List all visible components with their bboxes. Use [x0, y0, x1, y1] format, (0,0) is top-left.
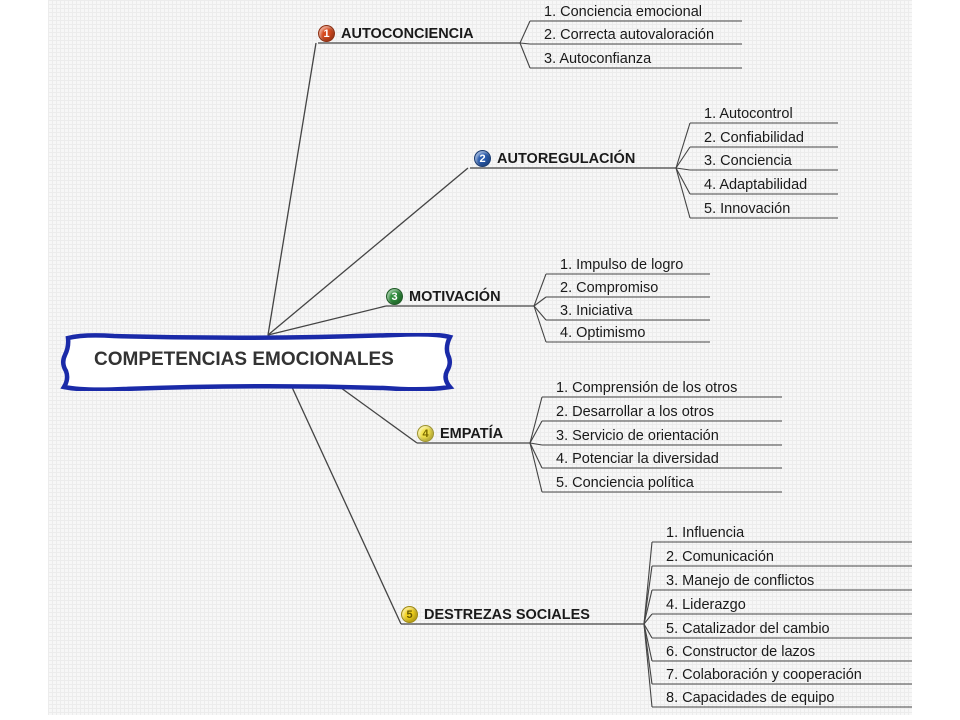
mind-map-canvas	[48, 0, 912, 715]
leaf-item[interactable]: 2. Correcta autovaloración	[544, 27, 715, 43]
leaf-connector	[643, 623, 653, 639]
leaf-item[interactable]: 1. Conciencia emocional	[544, 4, 702, 20]
leaf-item[interactable]: 3. Conciencia	[704, 153, 792, 169]
leaf-connector	[643, 613, 653, 625]
branch-empatia[interactable]: 4 EMPATÍA	[417, 425, 503, 442]
leaf-item[interactable]: 3. Manejo de conflictos	[666, 573, 815, 589]
leaf-item[interactable]: 7. Colaboración y cooperación	[666, 667, 862, 683]
leaf-connector	[519, 42, 531, 45]
leaf-connector	[533, 273, 547, 307]
leaf-item[interactable]: 5. Conciencia política	[556, 475, 694, 491]
trunk-connector	[267, 167, 469, 336]
branch-autoregulacion[interactable]: 2 AUTOREGULACIÓN	[474, 150, 635, 167]
branch-autoconciencia[interactable]: 1 AUTOCONCIENCIA	[318, 25, 474, 42]
leaf-connector	[675, 167, 691, 219]
number-1-icon: 1	[318, 25, 335, 42]
leaf-item[interactable]: 2. Confiabilidad	[704, 130, 804, 146]
central-node-frame	[54, 333, 460, 391]
branch-title: EMPATÍA	[440, 425, 504, 442]
leaf-item[interactable]: 3. Autoconfianza	[544, 51, 652, 67]
leaf-connector	[529, 442, 543, 469]
leaf-item[interactable]: 5. Catalizador del cambio	[666, 621, 830, 637]
leaf-item[interactable]: 4. Adaptabilidad	[704, 177, 808, 193]
branch-motivacion[interactable]: 3 MOTIVACIÓN	[386, 288, 501, 305]
branch-title: MOTIVACIÓN	[409, 288, 501, 305]
leaf-connector	[675, 167, 691, 171]
leaf-item[interactable]: 8. Capacidades de equipo	[666, 690, 835, 706]
leaf-connector	[529, 442, 543, 493]
number-4-icon: 4	[417, 425, 434, 442]
leaf-connector	[529, 420, 543, 444]
leaf-item[interactable]: 2. Compromiso	[560, 280, 659, 296]
leaf-connector	[643, 565, 653, 625]
trunk-connector	[267, 305, 387, 336]
leaf-item[interactable]: 1. Comprensión de los otros	[556, 380, 738, 396]
leaf-item[interactable]: 4. Optimismo	[560, 325, 646, 341]
leaf-connector	[533, 305, 547, 321]
leaf-connector	[675, 146, 691, 169]
leaf-connector	[529, 442, 543, 446]
leaf-item[interactable]: 4. Potenciar la diversidad	[556, 451, 719, 467]
branch-destrezas-sociales[interactable]: 5 DESTREZAS SOCIALES	[401, 606, 590, 623]
number-2-icon: 2	[474, 150, 491, 167]
leaf-connector	[529, 396, 543, 444]
leaf-item[interactable]: 2. Comunicación	[666, 549, 774, 565]
leaf-item[interactable]: 1. Impulso de logro	[560, 257, 684, 273]
leaf-item[interactable]: 2. Desarrollar a los otros	[556, 404, 714, 420]
leaf-item[interactable]: 3. Servicio de orientación	[556, 428, 719, 444]
branch-title: AUTOCONCIENCIA	[341, 25, 474, 42]
central-topic-title: COMPETENCIAS EMOCIONALES	[94, 349, 394, 370]
scroll-frame-shape	[60, 333, 455, 391]
branch-title: AUTOREGULACIÓN	[497, 150, 636, 167]
leaf-connector	[675, 122, 691, 169]
trunk-connector	[267, 42, 317, 336]
leaf-connector	[519, 20, 531, 44]
leaf-item[interactable]: 6. Constructor de lazos	[666, 644, 816, 660]
leaf-item[interactable]: 1. Influencia	[666, 525, 745, 541]
leaf-connector	[519, 42, 531, 69]
leaf-connector	[643, 623, 653, 708]
number-3-icon: 3	[386, 288, 403, 305]
leaf-item[interactable]: 5. Innovación	[704, 201, 791, 217]
leaf-connector	[533, 296, 547, 307]
leaf-connector	[643, 589, 653, 625]
leaf-connector	[675, 167, 691, 195]
leaf-connector	[533, 305, 547, 343]
leaf-item[interactable]: 3. Iniciativa	[560, 303, 633, 319]
leaf-item[interactable]: 1. Autocontrol	[704, 106, 793, 122]
branch-title: DESTREZAS SOCIALES	[424, 606, 590, 623]
leaf-item[interactable]: 4. Liderazgo	[666, 597, 746, 613]
number-5-icon: 5	[401, 606, 418, 623]
